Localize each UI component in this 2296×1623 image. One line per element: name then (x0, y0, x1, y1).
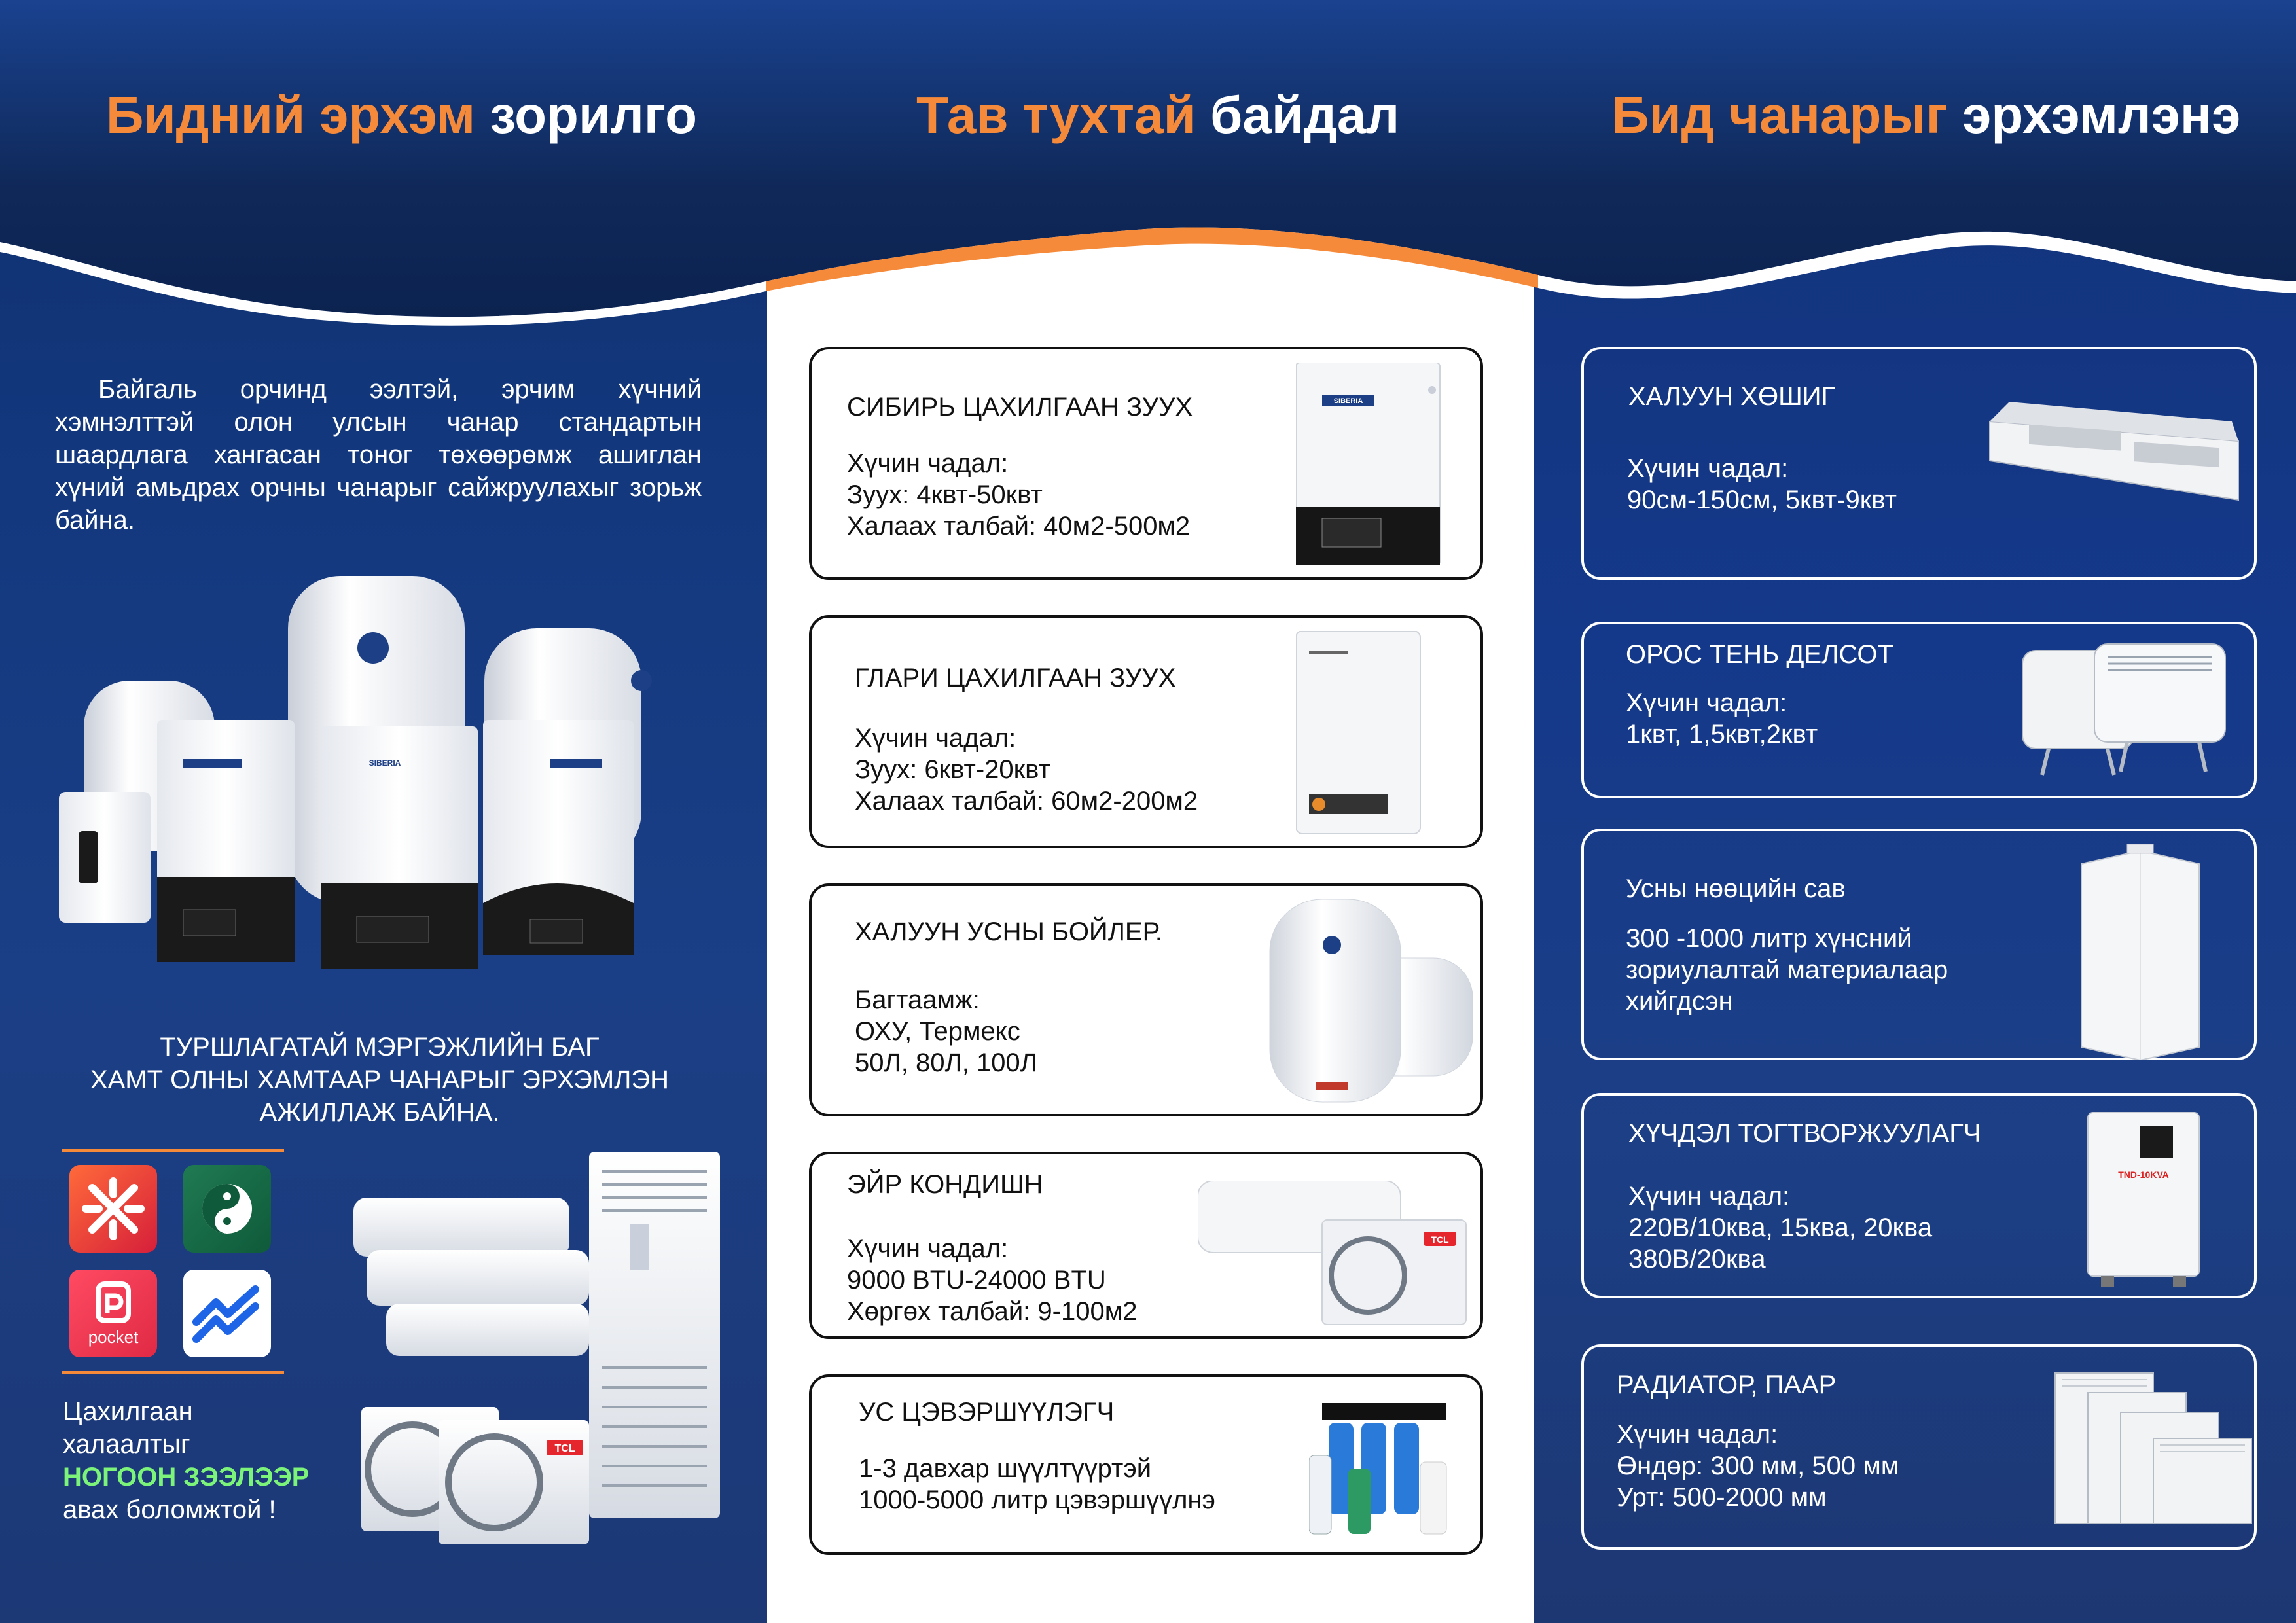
convector-image (2022, 643, 2226, 776)
card-body: Хүчин чадал: 1квт, 1,5квт,2квт (1626, 688, 1818, 749)
card-body: 300 -1000 литр хүнсний зориулалтай матер… (1626, 924, 1948, 1016)
water-heater-image (1269, 899, 1473, 1103)
green-loan-note: Цахилгаан халаалтыг НОГООН ЗЭЭЛЭЭР авах … (63, 1395, 309, 1526)
app-rule-top (62, 1149, 284, 1152)
tcl-logo-card: TCL (1431, 1234, 1449, 1245)
intro-paragraph: Байгаль орчинд ээлтэй, эрчим хүчний хэмн… (55, 375, 702, 535)
siberia-logo-card: SIBERIA (1334, 397, 1363, 405)
header-wave (0, 0, 2296, 340)
heading-left: Бидний эрхэм зорилго (106, 85, 697, 145)
heading-right-rest: эрхэмлэнэ (1962, 86, 2241, 144)
card-body: Хүчин чадал: Зуух: 4квт-50квт Халаах тал… (847, 449, 1191, 541)
product-card-convector[interactable]: ОРОС ТЕНЬ ДЕЛСОТ Хүчин чадал: 1квт, 1,5к… (1581, 622, 2257, 798)
team-line-2: ХАМТ ОЛНЫ ХАМТААР ЧАНАРЫГ ЭРХЭМЛЭН (90, 1065, 670, 1094)
green-note-line-2: халаалтыг (63, 1430, 190, 1459)
product-card-ac[interactable]: ЭЙР КОНДИШН Хүчин чадал: 9000 BTU-24000 … (809, 1152, 1483, 1339)
siberia-boiler-image: SIBERIA (1296, 363, 1441, 565)
product-card-glory[interactable]: ГЛАРИ ЦАХИЛГААН ЗУУХ Хүчин чадал: Зуух: … (809, 615, 1483, 848)
card-body: 1-3 давхар шүүлтүүртэй 1000-5000 литр цэ… (859, 1454, 1215, 1514)
card-body: Хүчин чадал: Зуух: 6квт-20квт Халаах тал… (855, 724, 1198, 815)
golomt-app-icon[interactable] (183, 1165, 271, 1253)
team-line-1: ТУРШЛАГАТАЙ МЭРГЭЖЛИЙН БАГ (160, 1033, 600, 1061)
green-note-line-4: авах боломжтой ! (63, 1495, 276, 1524)
green-loan-highlight: НОГООН ЗЭЭЛЭЭР (63, 1463, 310, 1491)
card-title: ХҮЧДЭЛ ТОГТВОРЖУУЛАГЧ (1628, 1119, 1981, 1148)
product-card-siberia[interactable]: СИБИРЬ ЦАХИЛГААН ЗУУХ Хүчин чадал: Зуух:… (809, 347, 1483, 580)
heading-center: Тав тухтай байдал (916, 85, 1399, 145)
card-body: Хүчин чадал: 9000 BTU-24000 BTU Хөргөх т… (847, 1234, 1138, 1326)
storepay-app-icon[interactable] (183, 1270, 271, 1357)
glory-boiler-image (1296, 631, 1421, 834)
xac-bank-app-icon[interactable] (69, 1165, 157, 1253)
product-card-water-filter[interactable]: УС ЦЭВЭРШҮҮЛЭГЧ 1-3 давхар шүүлтүүртэй 1… (809, 1374, 1483, 1555)
heading-right-accent: Бид чанарыг (1611, 86, 1948, 144)
stabilizer-label: TND-10KVA (2118, 1169, 2169, 1180)
siberia-logo: SIBERIA (369, 758, 401, 768)
card-title: ГЛАРИ ЦАХИЛГААН ЗУУХ (855, 664, 1176, 692)
air-curtain-image (1989, 402, 2239, 501)
card-title: УС ЦЭВЭРШҮҮЛЭГЧ (859, 1398, 1115, 1427)
card-title: Усны нөөцийн сав (1626, 874, 1846, 903)
card-title: ОРОС ТЕНЬ ДЕЛСОТ (1626, 640, 1893, 669)
product-card-radiator[interactable]: РАДИАТОР, ПААР Хүчин чадал: Өндөр: 300 м… (1581, 1344, 2257, 1550)
heading-left-accent: Бидний эрхэм (106, 86, 476, 144)
team-statement: ТУРШЛАГАТАЙ МЭРГЭЖЛИЙН БАГ ХАМТ ОЛНЫ ХАМ… (52, 1031, 707, 1129)
boilers-product-photo: SIBERIA (59, 563, 713, 982)
card-body: Хүчин чадал: 220В/10ква, 15ква, 20ква 38… (1628, 1182, 1933, 1274)
tcl-logo-left: TCL (554, 1443, 575, 1454)
card-title: ЭЙР КОНДИШН (847, 1170, 1043, 1199)
team-line-3: АЖИЛЛАЖ БАЙНА. (259, 1098, 500, 1127)
heading-center-rest: байдал (1210, 86, 1400, 144)
card-title: РАДИАТОР, ПААР (1617, 1370, 1837, 1399)
pocket-label: pocket (88, 1327, 139, 1347)
heading-center-accent: Тав тухтай (916, 86, 1196, 144)
radiator-image (2054, 1372, 2252, 1524)
card-body: Хүчин чадал: Өндөр: 300 мм, 500 мм Урт: … (1617, 1420, 1899, 1512)
heading-left-rest: зорилго (490, 86, 697, 144)
product-card-air-curtain[interactable]: ХАЛУУН ХӨШИГ Хүчин чадал: 90см-150см, 5к… (1581, 347, 2257, 580)
ac-unit-image: TCL (1198, 1181, 1467, 1325)
card-body: Багтаамж: ОХУ, Термекс 50Л, 80Л, 100Л (855, 986, 1037, 1077)
air-conditioners-photo: TCL (347, 1152, 726, 1544)
card-title: ХАЛУУН УСНЫ БОЙЛЕР. (855, 918, 1162, 946)
pocket-app-icon[interactable]: pocket (69, 1270, 157, 1357)
product-card-water-tank[interactable]: Усны нөөцийн сав 300 -1000 литр хүнсний … (1581, 829, 2257, 1060)
water-tank-image (2081, 844, 2200, 1060)
water-filter-image (1309, 1403, 1447, 1535)
product-card-boiler[interactable]: ХАЛУУН УСНЫ БОЙЛЕР. Багтаамж: ОХУ, Терме… (809, 883, 1483, 1116)
card-title: ХАЛУУН ХӨШИГ (1628, 382, 1836, 411)
product-card-stabilizer[interactable]: ХҮЧДЭЛ ТОГТВОРЖУУЛАГЧ Хүчин чадал: 220В/… (1581, 1093, 2257, 1298)
card-body: Хүчин чадал: 90см-150см, 5квт-9квт (1627, 454, 1897, 514)
card-title: СИБИРЬ ЦАХИЛГААН ЗУУХ (847, 393, 1193, 421)
voltage-stabilizer-image: TND-10KVA (2087, 1112, 2200, 1287)
green-note-line-1: Цахилгаан (63, 1397, 193, 1426)
app-rule-bottom (62, 1371, 284, 1374)
heading-right: Бид чанарыг эрхэмлэнэ (1611, 85, 2240, 145)
